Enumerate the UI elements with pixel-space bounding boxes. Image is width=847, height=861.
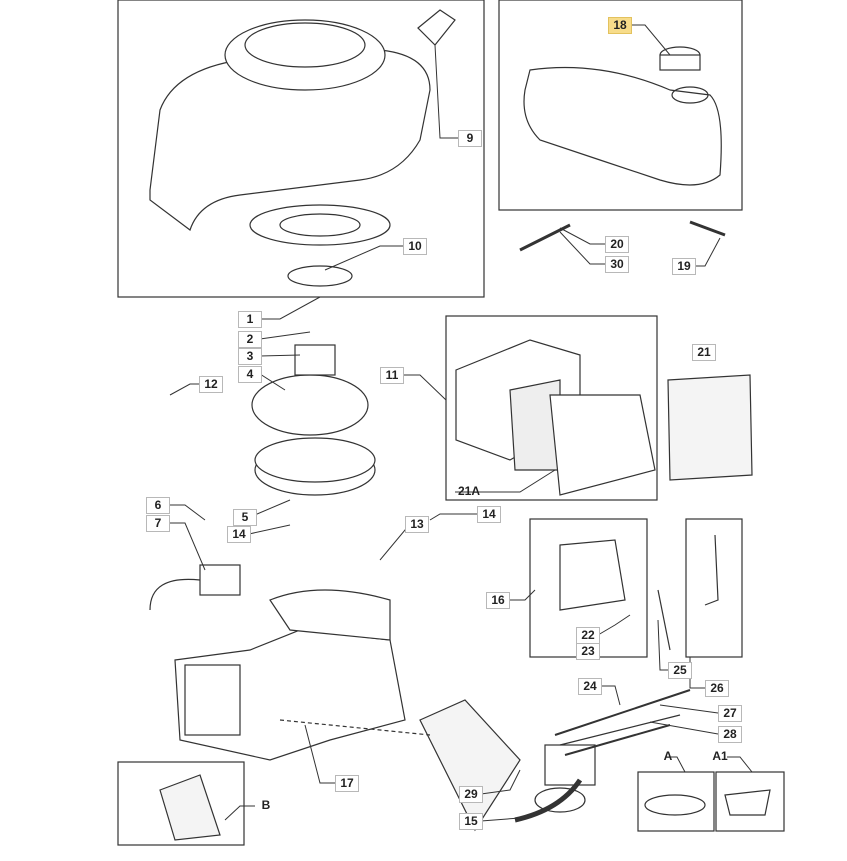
frame-fuel-tank bbox=[498, 0, 743, 211]
part-label-3[interactable]: 3 bbox=[238, 348, 262, 365]
part-label-20[interactable]: 20 bbox=[605, 236, 629, 253]
part-label-11[interactable]: 11 bbox=[380, 367, 404, 384]
part-label-5[interactable]: 5 bbox=[233, 509, 257, 526]
part-label-21[interactable]: 21 bbox=[692, 344, 716, 361]
frame-kit-a1 bbox=[715, 771, 785, 832]
part-label-13[interactable]: 13 bbox=[405, 516, 429, 533]
carburetor-part bbox=[514, 689, 691, 823]
part-label-24[interactable]: 24 bbox=[578, 678, 602, 695]
part-label-6[interactable]: 6 bbox=[146, 497, 170, 514]
part-label-30[interactable]: 30 bbox=[605, 256, 629, 273]
engine-block-part bbox=[174, 589, 406, 761]
frame-recoil-starter bbox=[117, 0, 485, 298]
part-label-2[interactable]: 2 bbox=[238, 331, 262, 348]
frame-kit-b bbox=[117, 761, 245, 846]
part-label-17[interactable]: 17 bbox=[335, 775, 359, 792]
fan-part bbox=[251, 374, 369, 436]
part-label-25[interactable]: 25 bbox=[668, 662, 692, 679]
part-label-28[interactable]: 28 bbox=[718, 726, 742, 743]
part-label-12[interactable]: 12 bbox=[199, 376, 223, 393]
leader-lines bbox=[168, 24, 753, 822]
recoil-starter-part bbox=[149, 9, 456, 287]
part-label-10[interactable]: 10 bbox=[403, 238, 427, 255]
part-label-26[interactable]: 26 bbox=[705, 680, 729, 697]
part-label-1[interactable]: 1 bbox=[238, 311, 262, 328]
part-label-b[interactable]: B bbox=[261, 798, 271, 812]
fuel-tank-part bbox=[523, 46, 722, 186]
part-label-4[interactable]: 4 bbox=[238, 366, 262, 383]
part-label-23[interactable]: 23 bbox=[576, 643, 600, 660]
part-label-a[interactable]: A bbox=[663, 749, 673, 763]
air-filter-part bbox=[455, 339, 753, 496]
part-label-a1[interactable]: A1 bbox=[712, 749, 728, 763]
frame-linkage bbox=[685, 518, 743, 658]
part-label-7[interactable]: 7 bbox=[146, 515, 170, 532]
part-label-19[interactable]: 19 bbox=[672, 258, 696, 275]
part-label-27[interactable]: 27 bbox=[718, 705, 742, 722]
frame-air-filter bbox=[445, 315, 658, 501]
gasket-part bbox=[419, 699, 521, 832]
ignition-coil-part bbox=[199, 564, 241, 596]
part-label-16[interactable]: 16 bbox=[486, 592, 510, 609]
part-label-9[interactable]: 9 bbox=[458, 130, 482, 147]
part-label-15[interactable]: 15 bbox=[459, 813, 483, 830]
part-label-21a[interactable]: 21A bbox=[458, 484, 481, 498]
part-label-14[interactable]: 14 bbox=[227, 526, 251, 543]
part-label-29[interactable]: 29 bbox=[459, 786, 483, 803]
part-label-22[interactable]: 22 bbox=[576, 627, 600, 644]
part-label-14[interactable]: 14 bbox=[477, 506, 501, 523]
frame-kit-a bbox=[637, 771, 715, 832]
part-label-18[interactable]: 18 bbox=[608, 17, 632, 34]
